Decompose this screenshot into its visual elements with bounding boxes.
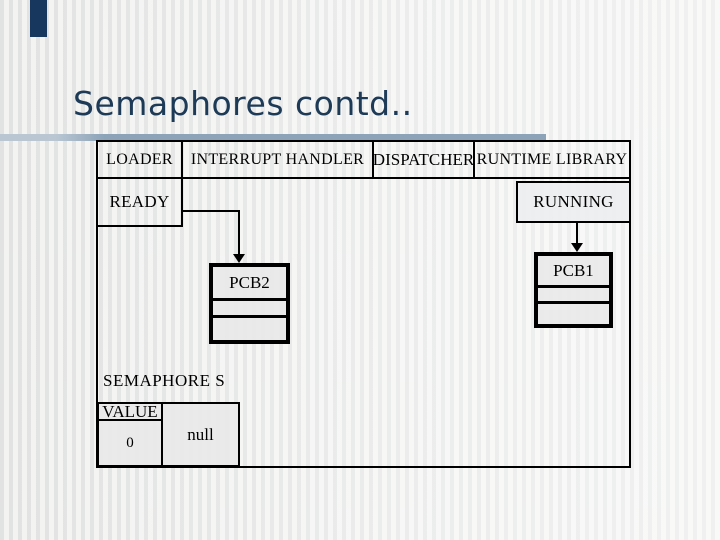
page-title: Semaphores contd.. xyxy=(73,84,413,123)
pcb1-box: PCB1 xyxy=(534,252,613,328)
running-state-box: RUNNING xyxy=(516,181,631,223)
ready-state-label: READY xyxy=(109,192,170,211)
header-cell-runtime-library-label: RUNTIME LIBRARY xyxy=(476,150,628,168)
ready-to-pcb2-connector-horizontal xyxy=(183,210,240,212)
corner-accent-bar xyxy=(30,0,47,37)
header-cell-runtime-library: RUNTIME LIBRARY xyxy=(473,140,631,179)
running-to-pcb1-connector-vertical xyxy=(576,223,578,246)
semaphore-queue-cell: null xyxy=(161,402,240,467)
pcb1-empty-row xyxy=(538,285,609,301)
pcb1-label: PCB1 xyxy=(553,260,594,280)
semaphore-title: SEMAPHORE S xyxy=(103,371,226,390)
semaphore-value-cell: 0 xyxy=(97,419,163,467)
header-cell-dispatcher-label: DISPATCHER xyxy=(372,149,475,169)
pcb2-empty-row xyxy=(213,315,286,340)
pcb2-box: PCB2 xyxy=(209,263,290,344)
header-cell-dispatcher: DISPATCHER xyxy=(372,140,475,179)
pcb2-label: PCB2 xyxy=(229,272,270,292)
ready-to-pcb2-connector-vertical xyxy=(238,210,240,256)
ready-state-box: READY xyxy=(96,177,183,227)
arrow-down-icon xyxy=(233,254,245,263)
title-underline xyxy=(0,134,546,141)
running-state-label: RUNNING xyxy=(533,192,614,211)
pcb2-empty-row xyxy=(213,298,286,315)
semaphore-value: 0 xyxy=(126,434,134,451)
header-cell-interrupt-handler: INTERRUPT HANDLER xyxy=(181,140,374,179)
header-cell-interrupt-handler-label: INTERRUPT HANDLER xyxy=(190,150,365,168)
pcb1-empty-row xyxy=(538,301,609,324)
arrow-down-icon xyxy=(571,243,583,252)
semaphore-queue-value: null xyxy=(187,424,214,444)
header-cell-loader: LOADER xyxy=(96,140,183,179)
header-cell-loader-label: LOADER xyxy=(106,150,173,168)
value-header-label: VALUE xyxy=(102,401,158,421)
